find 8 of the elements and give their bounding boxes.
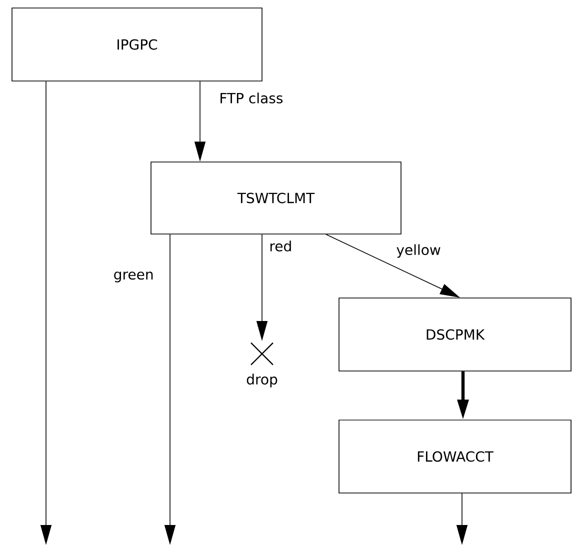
edge-label: FTP class	[220, 92, 283, 104]
process-box: IPGPC	[12, 8, 262, 82]
process-box: FLOWACCT	[338, 420, 572, 494]
process-box: DSCPMK	[338, 298, 572, 372]
edge-label: green	[114, 272, 153, 282]
process-box: TSWTCLMT	[150, 162, 402, 234]
edge-label: yellow	[396, 244, 440, 258]
edge-label: red	[270, 240, 291, 252]
